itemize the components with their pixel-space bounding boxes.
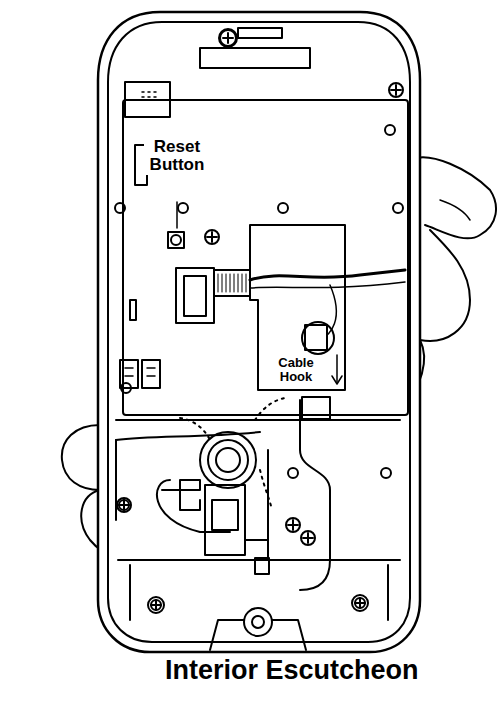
part-label: Reset Button — [144, 137, 210, 175]
figure-caption: Interior Escutcheon — [163, 655, 421, 685]
part-label: Cable Hook — [272, 355, 320, 384]
